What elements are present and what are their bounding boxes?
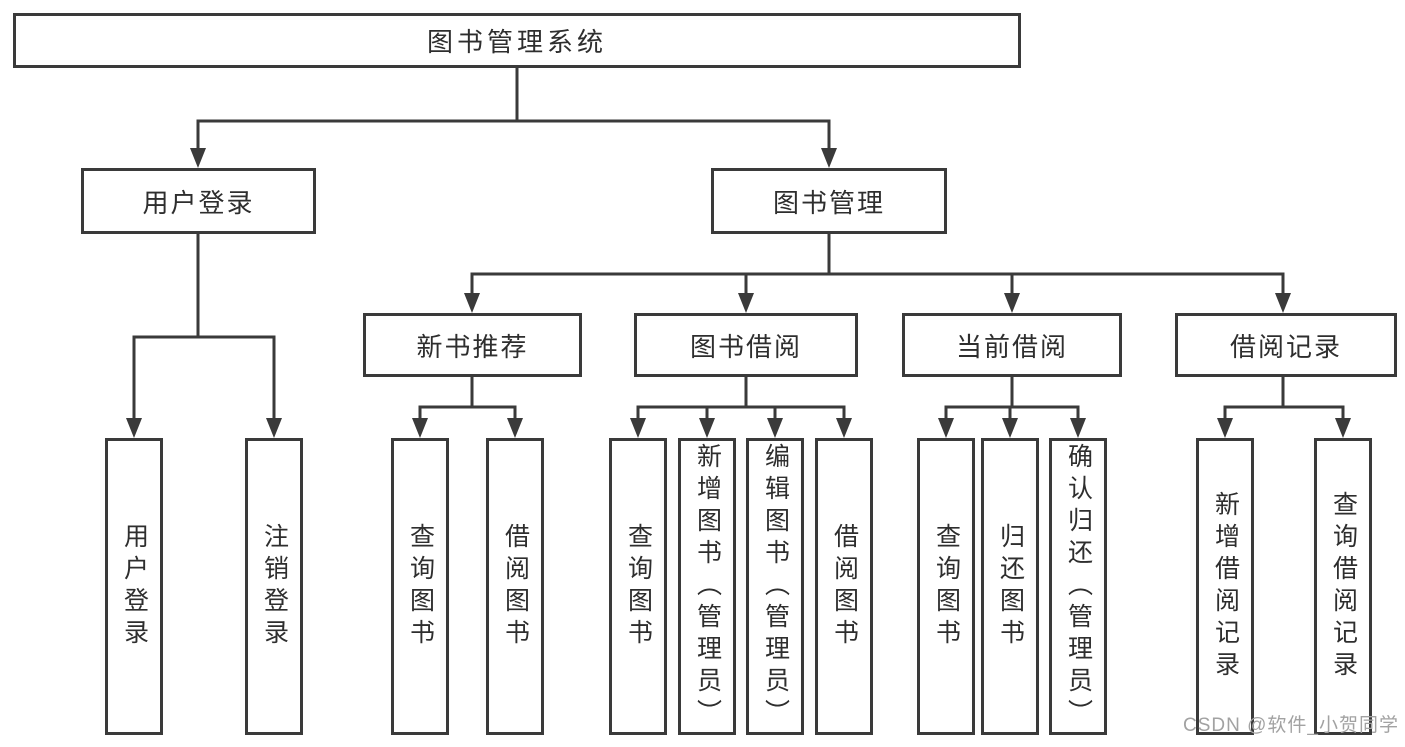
node-book-borrowing: 图书借阅 — [634, 313, 858, 377]
arrowheads-group — [126, 148, 1351, 438]
leaf-records-add-borrow-record: 新增借阅记录 — [1196, 438, 1254, 735]
node-library-management-system: 图书管理系统 — [13, 13, 1021, 68]
leaf-borrowing-borrow-books: 借阅图书 — [815, 438, 873, 735]
leaf-current-return-books: 归还图书 — [981, 438, 1039, 735]
leaf-user-login: 用户登录 — [105, 438, 163, 735]
node-book-management: 图书管理 — [711, 168, 947, 234]
leaf-logout-login: 注销登录 — [245, 438, 303, 735]
leaf-recommend-borrow-books: 借阅图书 — [486, 438, 544, 735]
leaf-current-confirm-return-admin: 确认归还（管理员） — [1049, 438, 1107, 735]
leaf-records-query-borrow-record: 查询借阅记录 — [1314, 438, 1372, 735]
node-current-borrowing: 当前借阅 — [902, 313, 1122, 377]
node-new-book-recommend: 新书推荐 — [363, 313, 582, 377]
watermark-text: CSDN @软件_小贺同学 — [1183, 715, 1399, 736]
connector-lines-group — [132, 66, 1345, 422]
node-user-login: 用户登录 — [81, 168, 316, 234]
leaf-current-query-books: 查询图书 — [917, 438, 975, 735]
leaf-borrowing-query-books: 查询图书 — [609, 438, 667, 735]
leaf-borrowing-add-books-admin: 新增图书（管理员） — [678, 438, 736, 735]
leaf-recommend-query-books: 查询图书 — [391, 438, 449, 735]
leaf-borrowing-edit-books-admin: 编辑图书（管理员） — [746, 438, 804, 735]
node-borrowing-records: 借阅记录 — [1175, 313, 1397, 377]
